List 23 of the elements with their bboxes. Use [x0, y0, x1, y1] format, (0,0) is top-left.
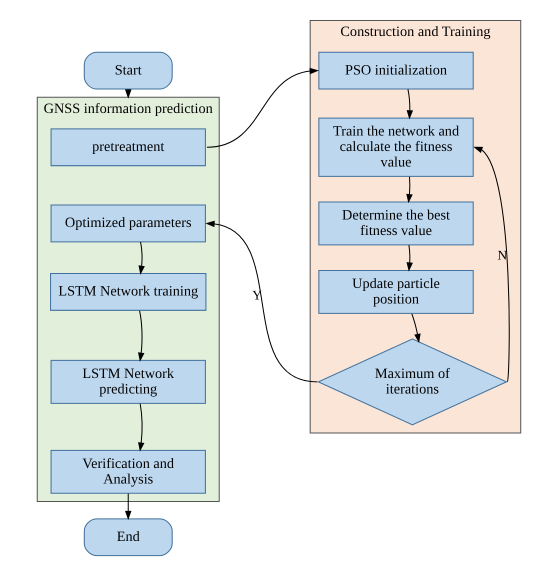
node-box: Train the network and calculate the fitness value	[318, 118, 474, 177]
arrow	[138, 242, 145, 275]
arrow	[138, 310, 144, 362]
node-box: pretreatment	[50, 128, 206, 166]
arrow	[205, 220, 318, 382]
arrow	[406, 245, 413, 272]
node-box: Update particle position	[318, 270, 474, 314]
arrow	[411, 314, 421, 344]
node-diamond: Maximum of iterations	[317, 338, 508, 426]
node-box: LSTM Network training	[50, 273, 206, 311]
node-box: End	[84, 518, 173, 556]
node-box: PSO initialization	[318, 52, 474, 90]
node-box: Optimized parameters	[50, 204, 206, 242]
arrow	[406, 89, 414, 120]
node-box: LSTM Network predicting	[50, 360, 206, 404]
arrow	[138, 404, 144, 452]
arrow	[406, 176, 413, 204]
edge-label: N	[497, 248, 508, 263]
arrow	[125, 494, 132, 520]
arrow	[473, 146, 510, 382]
node-box: Verification and Analysis	[50, 450, 206, 494]
node-box: Determine the best fitness value	[318, 201, 474, 246]
arrow	[206, 68, 319, 148]
